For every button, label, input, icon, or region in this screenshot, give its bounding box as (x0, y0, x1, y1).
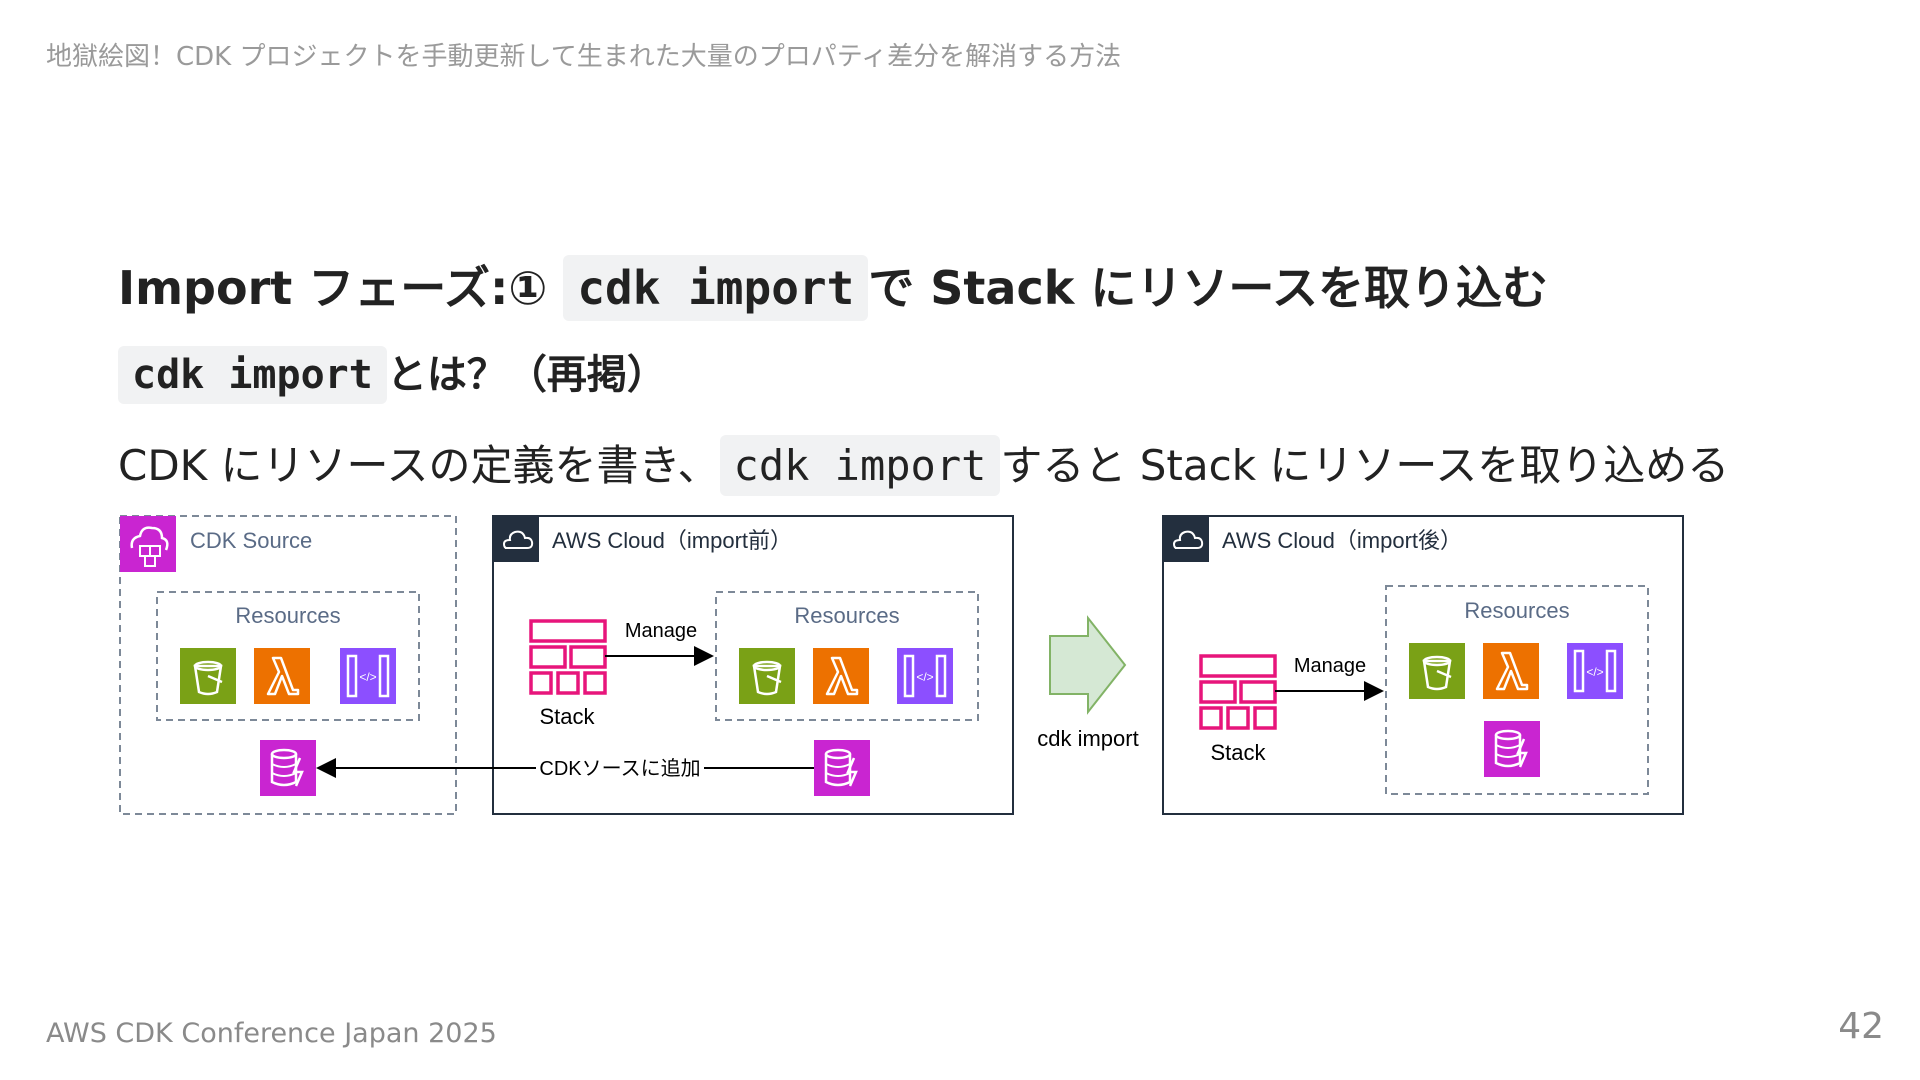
cdk-resources-label: Resources (235, 603, 340, 628)
paragraph-code: cdk import (719, 435, 1001, 496)
s3-bucket-icon (737, 646, 797, 706)
lambda-icon (811, 646, 871, 706)
import-arrow-label: cdk import (1037, 726, 1138, 751)
cloud-after-group (1162, 515, 1684, 815)
cloudformation-stack-icon (529, 619, 607, 695)
page-number: 42 (1838, 1006, 1884, 1047)
cloudformation-stack-icon (1199, 654, 1277, 730)
manage-label: Manage (625, 620, 697, 642)
cloud-after-label: AWS Cloud（import後） (1222, 528, 1462, 553)
dynamodb-icon (812, 738, 872, 798)
dynamodb-icon (1482, 719, 1542, 779)
paragraph-suffix: すると Stack にリソースを取り込める (1000, 441, 1730, 490)
cdk-source-group (119, 515, 457, 815)
s3-bucket-icon (1407, 641, 1467, 701)
subheading-code: cdk import (118, 346, 387, 404)
cloud-before-resources-group (715, 591, 979, 721)
api-gateway-icon (1565, 641, 1625, 701)
stack-label: Stack (539, 704, 595, 729)
cloud-before-label: AWS Cloud（import前） (552, 528, 792, 553)
cloud-before-resources-label: Resources (794, 603, 899, 628)
lambda-icon (1481, 641, 1541, 701)
s3-bucket-icon (178, 646, 238, 706)
heading-suffix: で Stack にリソースを取り込む (868, 261, 1549, 315)
lambda-icon (252, 646, 312, 706)
subheading-suffix: とは？（再掲） (386, 352, 667, 398)
stack-label: Stack (1210, 740, 1266, 765)
manage-label: Manage (1294, 655, 1366, 677)
api-gateway-icon (895, 646, 955, 706)
slide-header: 地獄絵図！CDK プロジェクトを手動更新して生まれた大量のプロパティ差分を解消す… (46, 42, 1122, 72)
cdk-resources-group (156, 591, 420, 721)
cloud-icon (492, 515, 540, 563)
dynamodb-icon (258, 738, 318, 798)
heading-code: cdk import (563, 255, 869, 321)
cloud-after-resources-group (1385, 585, 1649, 795)
import-arrow (1049, 615, 1127, 715)
cdk-icon (120, 516, 176, 572)
paragraph-prefix: CDK にリソースの定義を書き、 (118, 441, 720, 490)
heading-prefix: Import フェーズ:① (118, 261, 564, 315)
add-to-source-label: CDKソースに追加 (539, 757, 700, 780)
cloud-icon (1162, 515, 1210, 563)
footer-event: AWS CDK Conference Japan 2025 (46, 1018, 497, 1049)
cloud-after-resources-label: Resources (1464, 598, 1569, 623)
cloud-before-group (492, 515, 1014, 815)
api-gateway-icon (338, 646, 398, 706)
cdk-source-label: CDK Source (190, 528, 312, 553)
